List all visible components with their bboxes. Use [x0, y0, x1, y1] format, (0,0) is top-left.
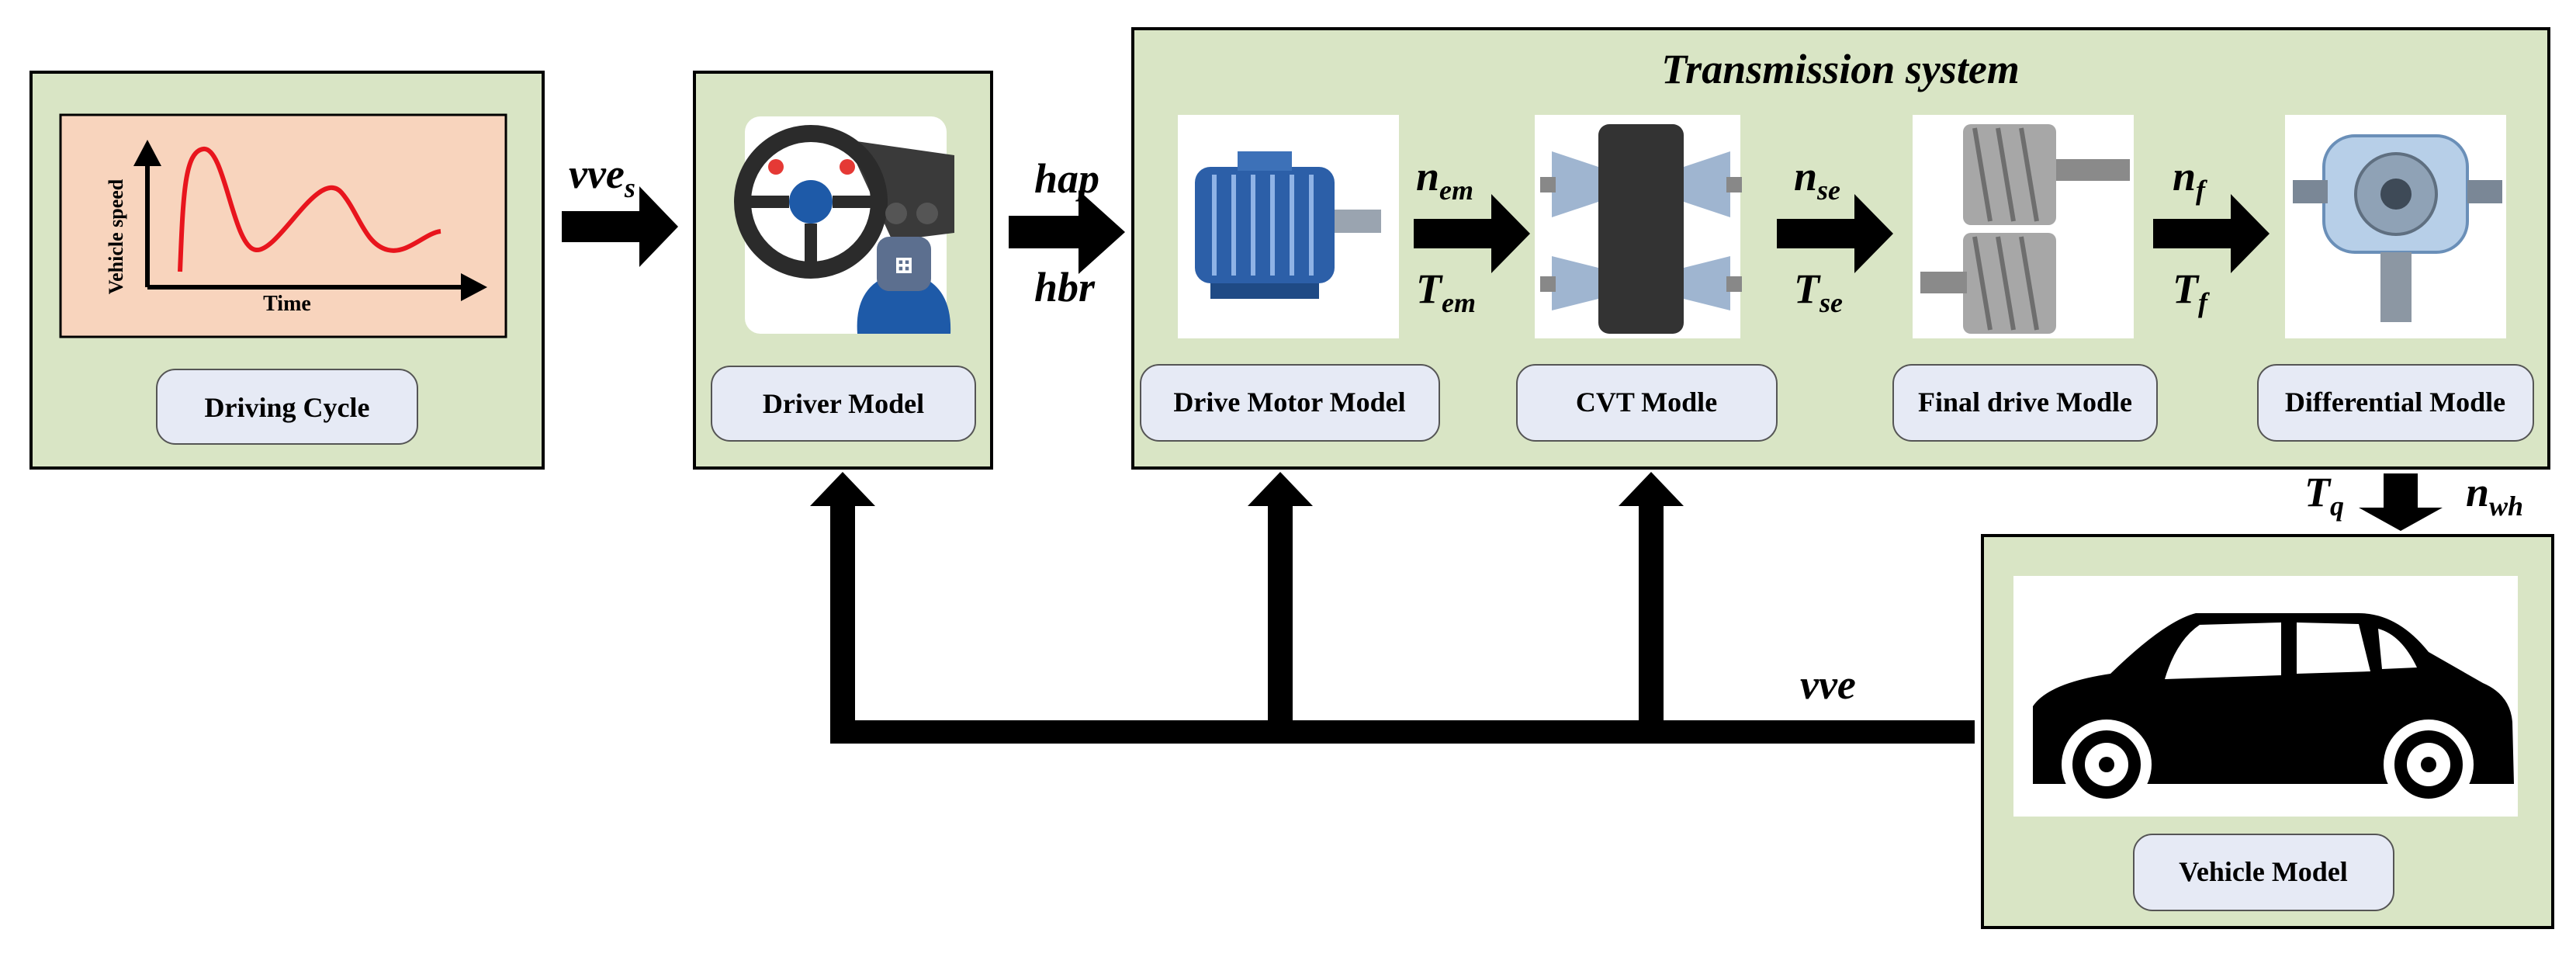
arrow-nem-tem [1414, 194, 1530, 273]
car-silhouette-icon [2033, 613, 2514, 810]
signal-vves: vves [569, 151, 635, 203]
vehicle-model-block: Vehicle Model [1981, 534, 2554, 929]
feedback-vve-path [810, 472, 1975, 744]
driver-model-pill [711, 366, 976, 442]
plot-x-axis-arrowhead [461, 273, 487, 301]
driver-model-block: ⊞ Driver Model [693, 71, 993, 470]
plot-x-label: Time [263, 292, 311, 316]
arrow-tq-nwh [2359, 473, 2443, 531]
speed-plot-panel [59, 113, 507, 338]
feedback-arrowhead-driver [810, 472, 875, 506]
differential-model: Differential Modle [2257, 115, 2534, 442]
differential-label: Differential Modle [2285, 387, 2505, 418]
driving-cycle-block: Vehicle speed Time Driving Cycle [29, 71, 545, 470]
signal-vve: vve [1800, 661, 1856, 708]
plot-y-axis-arrowhead [133, 140, 161, 166]
signal-hbr: hbr [1034, 264, 1096, 310]
signal-nf: nf [2173, 153, 2207, 206]
final-drive-label: Final drive Modle [1918, 387, 2132, 418]
vehicle-model-pill [2133, 834, 2394, 911]
signal-nem: nem [1416, 153, 1473, 206]
signal-tse: Tse [1794, 265, 1843, 318]
cvt-label: CVT Modle [1576, 387, 1717, 418]
speed-curve [178, 147, 441, 272]
arrow-nf-tf [2153, 194, 2270, 273]
arrow-vves [562, 186, 678, 267]
gear-shifter-icon: ⊞ [857, 237, 951, 334]
signal-nwh: nwh [2466, 469, 2523, 522]
svg-text:⊞: ⊞ [894, 251, 915, 279]
steering-wheel-icon [734, 116, 954, 334]
cvt-model: CVT Modle [1516, 115, 1778, 442]
arrow-nse-tse [1777, 194, 1893, 273]
feedback-arrowhead-cvt [1619, 472, 1684, 506]
arrow-hap-hbr [1009, 190, 1125, 274]
signal-tf: Tf [2173, 265, 2210, 318]
vehicle-model-label: Vehicle Model [2179, 856, 2348, 887]
feedback-arrowhead-motor [1248, 472, 1313, 506]
plot-y-label: Vehicle speed [105, 179, 127, 294]
driver-model-label: Driver Model [763, 388, 924, 419]
signal-tq: Tq [2304, 469, 2344, 522]
final-drive-model: Final drive Modle [1892, 115, 2158, 442]
signal-tem: Tem [1416, 265, 1476, 318]
signal-nse: nse [1794, 153, 1840, 206]
driving-cycle-pill [156, 369, 418, 445]
transmission-title: Transmission system [1661, 46, 2020, 92]
drive-motor-model: Drive Motor Model [1140, 115, 1440, 442]
drive-motor-label: Drive Motor Model [1173, 387, 1405, 418]
signal-hap: hap [1034, 155, 1099, 202]
driving-cycle-label: Driving Cycle [205, 392, 370, 423]
